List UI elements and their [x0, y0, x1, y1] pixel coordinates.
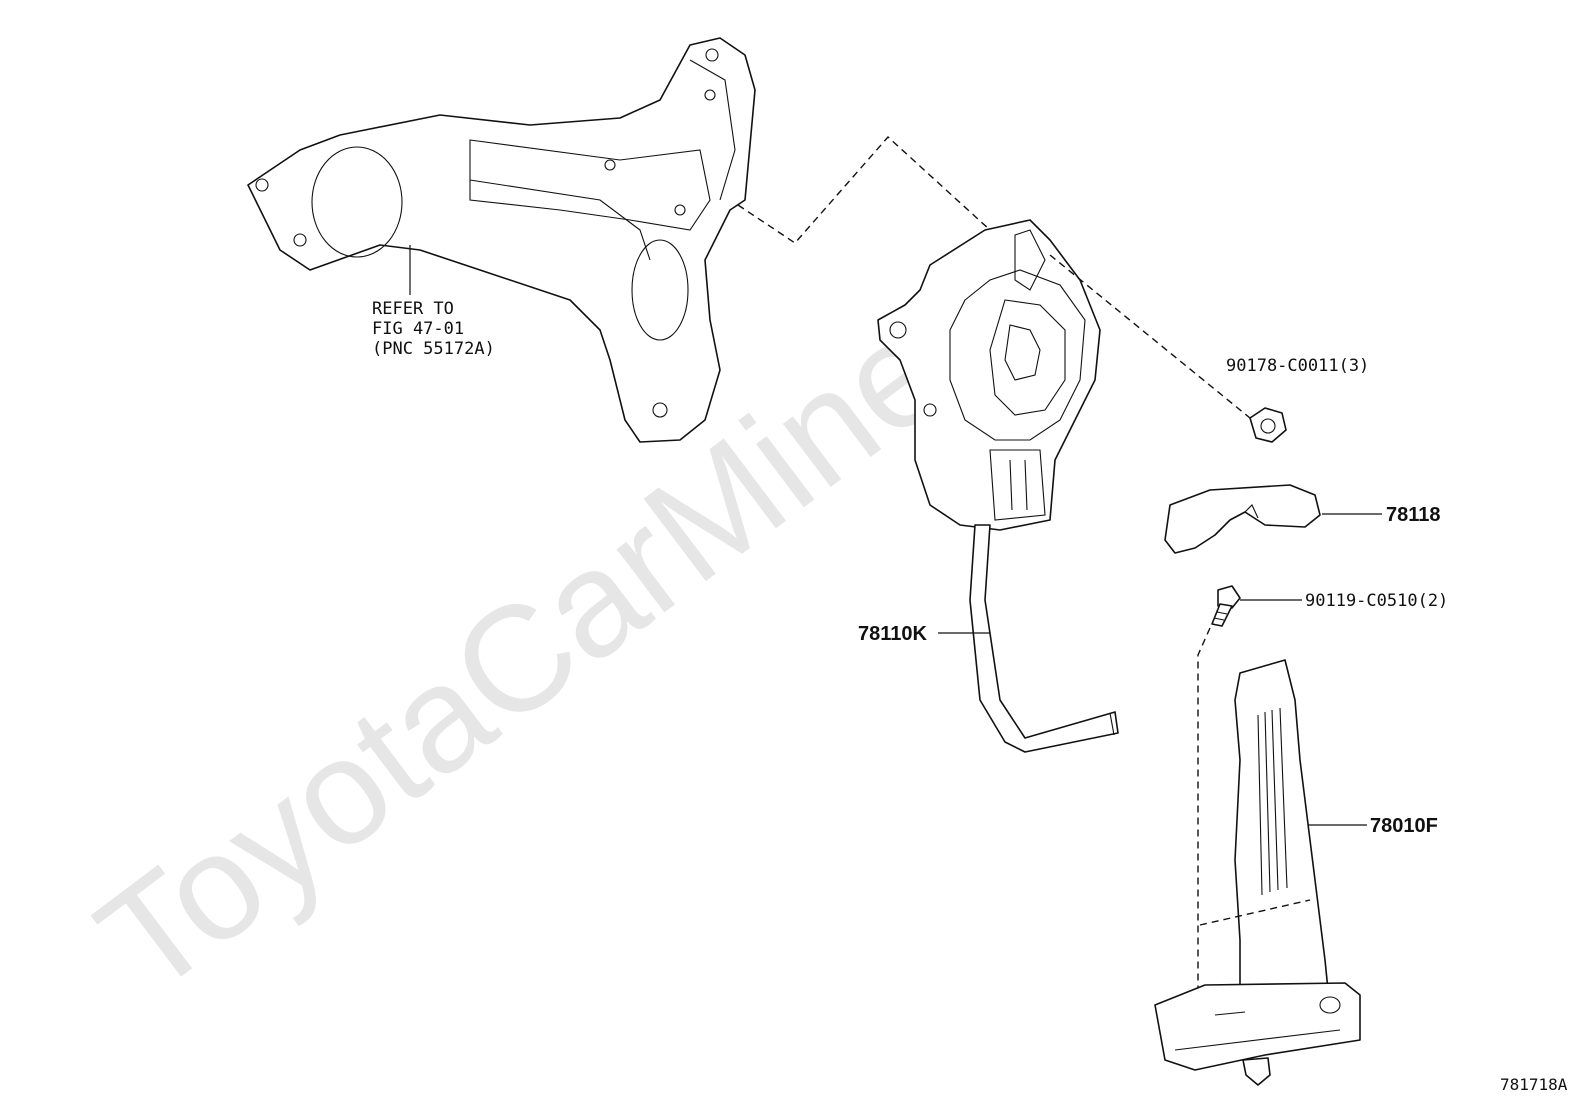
bolt-part [1211, 585, 1241, 627]
refer-text-line1: REFER TO [372, 299, 454, 319]
refer-text-line3: (PNC 55172A) [372, 339, 495, 359]
bolt-dashed-line [1197, 627, 1211, 1015]
refer-text-line2: FIG 47-01 [372, 319, 464, 339]
pedal-assembly-callout: 78110K [858, 623, 928, 645]
bolt-callout: 90119-C0510(2) [1305, 591, 1448, 611]
nut-callout: 90178-C0011(3) [1226, 356, 1369, 376]
figure-code: 781718A [1500, 1075, 1568, 1094]
pedal-pad-callout: 78010F [1370, 815, 1438, 837]
accelerator-pedal-assembly-part [877, 219, 1119, 753]
pedal-pad-part [1154, 659, 1361, 1086]
pedal-bracket-part [247, 37, 756, 443]
assembly-dashed-line [737, 136, 991, 244]
cover-callout: 78118 [1386, 504, 1441, 526]
cover-part [1164, 484, 1321, 554]
nut-part [1249, 407, 1287, 443]
